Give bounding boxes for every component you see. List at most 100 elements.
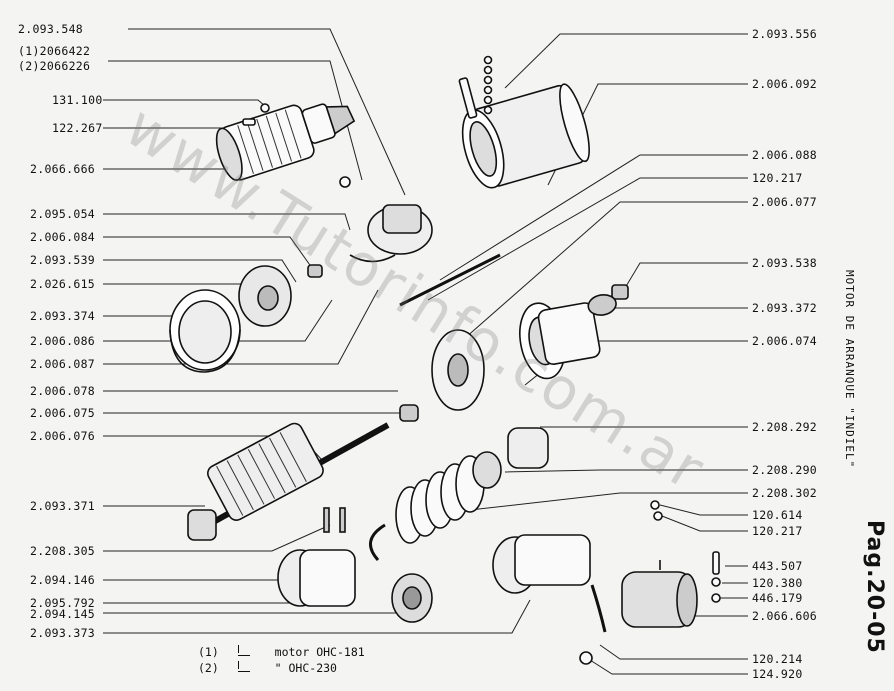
leader-line [103, 213, 351, 231]
leader-line [103, 99, 266, 107]
part-label: 2.066.666 [30, 162, 96, 176]
part-label: 2.094.146 [30, 573, 96, 587]
leader-line [103, 524, 331, 552]
spring-2208302 [395, 455, 485, 544]
leader-line [599, 644, 748, 660]
part-label: 120.380 [752, 576, 803, 590]
legend-num: (2) [198, 661, 219, 675]
drive-clutch-2094146 [277, 549, 356, 607]
part-label: 446.179 [752, 591, 803, 605]
washer-131100 [260, 103, 270, 113]
leader-line [427, 177, 748, 301]
part-label: 2.095.792 [30, 596, 96, 610]
part-label: 2.093.374 [30, 309, 96, 323]
leader-line [661, 515, 748, 532]
legend-text: motor OHC-181 [274, 645, 365, 659]
brush-holder-plate [339, 176, 433, 263]
leader-line [103, 599, 531, 634]
cable-lead [590, 584, 607, 633]
leader-line [469, 492, 748, 511]
solenoid-2066606 [621, 560, 698, 628]
part-label: 2.094.145 [30, 607, 96, 621]
leader-line [439, 201, 748, 361]
part-label: 2.093.539 [30, 253, 96, 267]
part-label: 2.093.538 [752, 256, 818, 270]
part-label: 2.066.606 [752, 609, 818, 623]
bushing-2093538 [611, 284, 629, 300]
page-number: Pag.20-05 [862, 520, 887, 654]
washer-120380 [711, 577, 721, 587]
leader-line [128, 28, 406, 196]
washer-120614 [650, 500, 660, 510]
leader-line [504, 33, 748, 89]
part-label: 2.026.615 [30, 277, 96, 291]
part-label: 2.006.075 [30, 406, 96, 420]
legend-mark-icon [237, 661, 250, 672]
leader-line [439, 154, 748, 281]
drive-assembly-2093373 [492, 534, 591, 594]
part-label: 122.267 [52, 121, 103, 135]
part-label: 443.507 [752, 559, 803, 573]
part-label: 2.093.373 [30, 626, 96, 640]
part-label: 2.208.290 [752, 463, 818, 477]
leader-line [504, 469, 748, 473]
leader-line [624, 262, 748, 289]
part-label: (1)2066422 [18, 44, 91, 58]
part-label: 2.006.077 [752, 195, 818, 209]
part-label: 2.006.088 [752, 148, 818, 162]
part-label: 2.208.292 [752, 420, 818, 434]
part-label: 131.100 [52, 93, 103, 107]
pinion-gear-2094145 [391, 573, 433, 623]
part-label: 2.095.054 [30, 207, 96, 221]
part-label: 120.614 [752, 508, 803, 522]
legend-row-2: (2) " OHC-230 [198, 661, 337, 675]
drive-end-housing [519, 293, 617, 380]
part-label: 2.006.076 [30, 429, 96, 443]
leader-line [589, 659, 748, 675]
part-label: (2)2066226 [18, 59, 91, 73]
bushing-2093539 [307, 264, 323, 278]
part-label: 2.093.371 [30, 499, 96, 513]
nut-446179 [711, 593, 721, 603]
pinion-2208290 [472, 451, 502, 489]
part-label: 2.208.302 [752, 486, 818, 500]
leader-line [103, 299, 333, 342]
cover-band-2093374 [169, 289, 241, 373]
part-label: 120.214 [752, 652, 803, 666]
bolt-443507 [712, 551, 720, 575]
side-title: MOTOR DE ARRANQUE "INDIEL" [843, 270, 856, 469]
through-bolt [399, 253, 501, 307]
pin-2208305b [339, 507, 346, 533]
leader-line [103, 236, 313, 269]
snap-ring [369, 523, 386, 562]
legend-mark-icon [237, 645, 250, 656]
leader-line [659, 504, 748, 516]
part-label: 120.217 [752, 524, 803, 538]
part-label: 2.006.092 [752, 77, 818, 91]
part-label: 2.093.548 [18, 22, 84, 36]
yoke-housing [461, 83, 590, 189]
pin-2208305 [323, 507, 330, 533]
part-label: 2.006.084 [30, 230, 96, 244]
leader-line [108, 60, 363, 181]
part-label: 2.006.087 [30, 357, 96, 371]
part-label: 124.920 [752, 667, 803, 681]
part-label: 2.006.078 [30, 384, 96, 398]
part-label: 2.006.086 [30, 334, 96, 348]
bushing-2006075 [399, 404, 419, 422]
leader-line [103, 259, 297, 283]
part-label: 2.093.372 [752, 301, 818, 315]
screw-stack-2093556 [458, 55, 493, 119]
bolt-122267 [242, 118, 256, 126]
armature-2093371 [187, 422, 390, 541]
part-label: 120.217 [752, 171, 803, 185]
intermediate-plate [431, 329, 485, 411]
part-label: 2.093.556 [752, 27, 818, 41]
part-label: 2.006.074 [752, 334, 818, 348]
nut-120217 [653, 511, 663, 521]
legend-text: " OHC-230 [274, 661, 337, 675]
sleeve-2208292 [507, 427, 549, 469]
commutator-end-cover [238, 265, 292, 327]
